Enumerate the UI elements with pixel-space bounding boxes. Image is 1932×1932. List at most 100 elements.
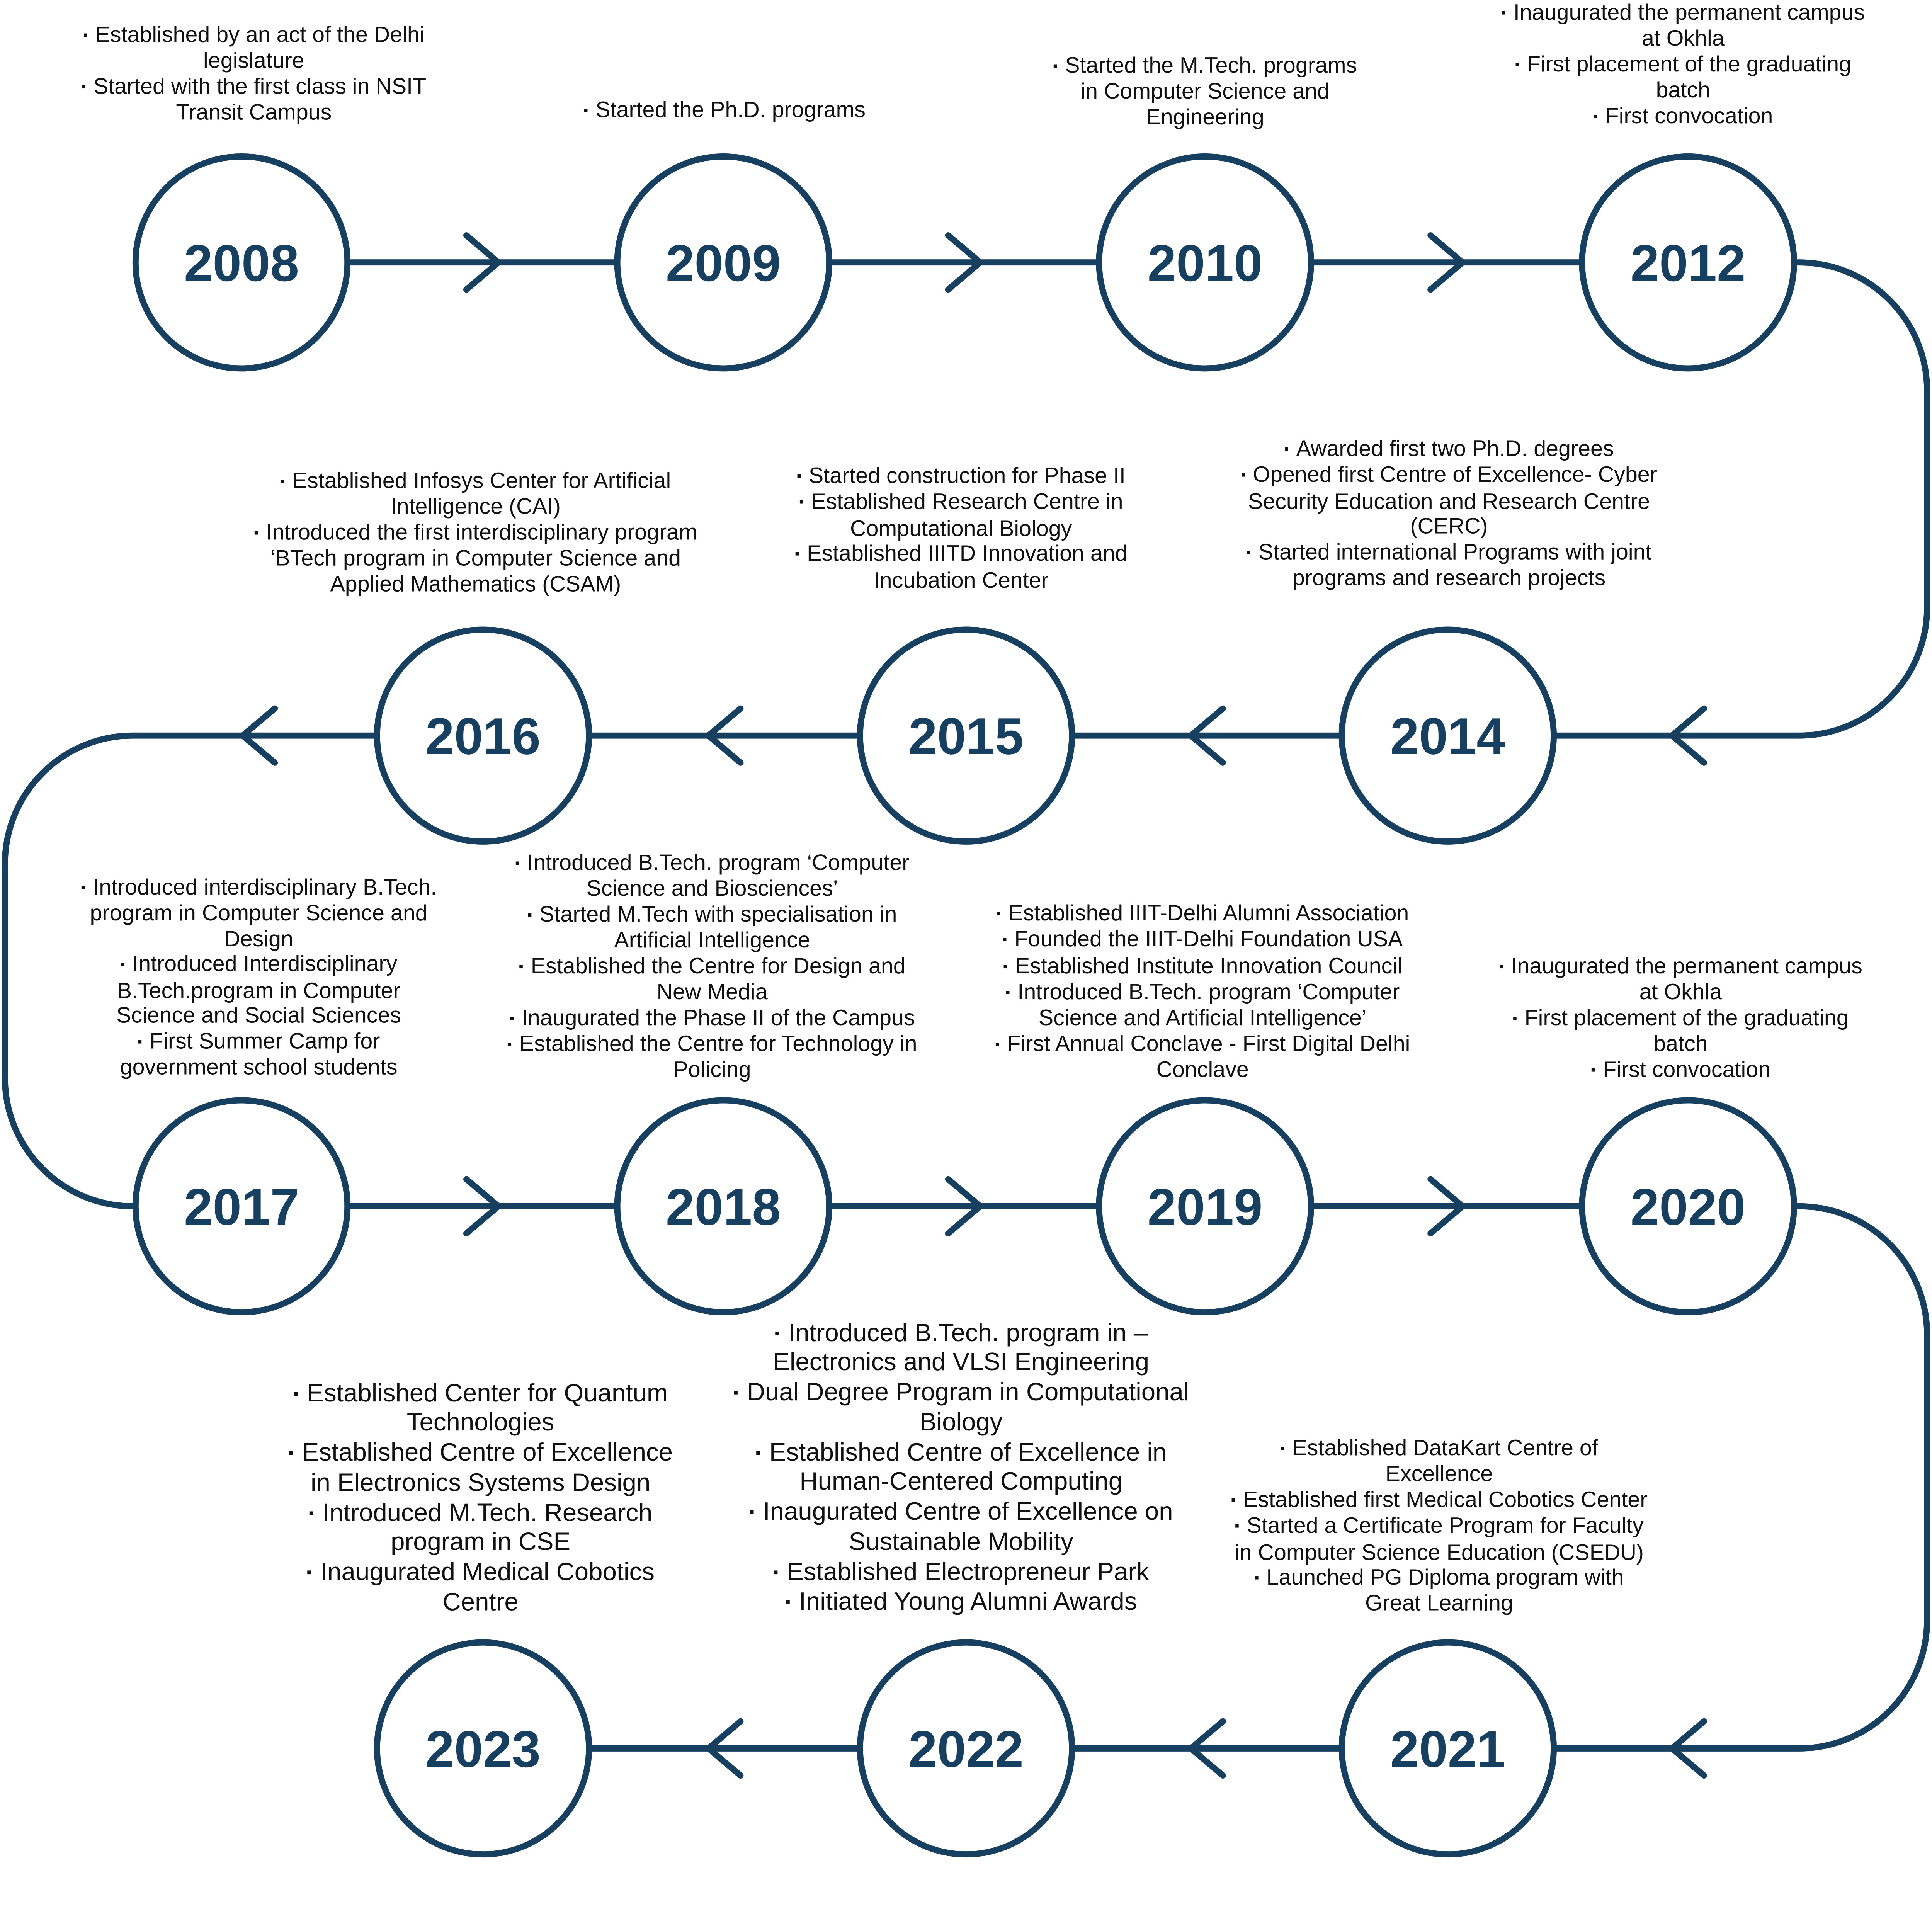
milestone-2016-notes: ▪ Established Infosys Center for Artific… <box>254 468 697 597</box>
note-text: Introduced interdisciplinary B.Tech. pro… <box>90 875 437 951</box>
bullet-icon: ▪ <box>288 1444 302 1462</box>
note-text: Established IIITD Innovation and Incubat… <box>807 541 1128 592</box>
chevron-right-icon <box>945 232 983 293</box>
milestone-note: ▪ Started the M.Tech. programs in Comput… <box>1045 53 1365 130</box>
milestone-2014-notes: ▪ Awarded first two Ph.D. degrees▪ Opene… <box>1215 436 1683 591</box>
chevron-left-icon <box>1669 705 1708 766</box>
note-text: Established Infosys Center for Artificia… <box>292 468 671 519</box>
bullet-icon: ▪ <box>1512 1011 1525 1026</box>
note-text: Introduced the first interdisciplinary p… <box>266 520 697 596</box>
note-text: Established Electropreneur Park <box>787 1558 1149 1586</box>
milestone-2012-notes: ▪ Inaugurated the permanent campus at Ok… <box>1498 0 1868 129</box>
note-text: Established Centre of Excellence in Huma… <box>769 1438 1167 1497</box>
milestone-note: ▪ Established by an act of the Delhi leg… <box>69 22 439 73</box>
milestone-note: ▪ Established IIITD Innovation and Incub… <box>770 541 1152 592</box>
milestone-note: ▪ Opened first Centre of Excellence- Cyb… <box>1215 463 1683 539</box>
year-label: 2023 <box>425 1721 541 1778</box>
milestone-note: ▪ Introduced M.Tech. Research program in… <box>283 1498 677 1558</box>
bullet-icon: ▪ <box>755 1444 769 1461</box>
bullet-icon: ▪ <box>1231 1493 1243 1508</box>
milestone-note: ▪ Started the Ph.D. programs <box>527 97 922 124</box>
bullet-icon: ▪ <box>1002 933 1015 948</box>
bullet-icon: ▪ <box>280 474 293 489</box>
bullet-icon: ▪ <box>507 1037 519 1052</box>
milestone-note: ▪ Started international Programs with jo… <box>1215 539 1683 591</box>
year-circle <box>614 153 833 372</box>
year-circle <box>132 153 351 372</box>
bullet-icon: ▪ <box>996 906 1009 922</box>
milestone-2022-notes: ▪ Introduced B.Tech. program in – Electr… <box>727 1318 1195 1617</box>
bullet-icon: ▪ <box>1499 959 1511 975</box>
milestone-2023-notes: ▪ Established Center for Quantum Technol… <box>283 1379 677 1617</box>
bullet-icon: ▪ <box>81 80 94 95</box>
bullet-icon: ▪ <box>293 1385 307 1402</box>
year-label: 2022 <box>908 1721 1024 1778</box>
milestone-note: ▪ First convocation <box>1498 103 1868 129</box>
note-text: Inaugurated Centre of Excellence on Sust… <box>763 1498 1173 1556</box>
chevron-left-icon <box>705 1718 744 1779</box>
year-circle <box>374 1639 592 1858</box>
milestone-note: ▪ Inaugurated the permanent campus at Ok… <box>1496 954 1866 1005</box>
chevron-left-icon <box>1187 705 1226 766</box>
bullet-icon: ▪ <box>799 495 811 510</box>
milestone-note: ▪ Started a Certificate Program for Facu… <box>1230 1513 1648 1565</box>
note-text: Introduced B.Tech. program ‘Computer Sci… <box>527 850 910 901</box>
note-text: First placement of the graduating batch <box>1527 51 1852 103</box>
bullet-icon: ▪ <box>1593 109 1605 124</box>
milestone-note: ▪ Dual Degree Program in Computational B… <box>727 1378 1195 1438</box>
note-text: First convocation <box>1605 103 1773 128</box>
bullet-icon: ▪ <box>733 1384 747 1402</box>
milestone-note: ▪ Established Center for Quantum Technol… <box>283 1379 677 1439</box>
bullet-icon: ▪ <box>519 959 531 974</box>
year-circle <box>1338 1639 1557 1858</box>
note-text: First Annual Conclave - First Digital De… <box>1007 1031 1410 1082</box>
note-text: Inaugurated the permanent campus at Okhl… <box>1511 954 1862 1005</box>
note-text: Awarded first two Ph.D. degrees <box>1296 436 1614 461</box>
milestone-note: ▪ Established Centre of Excellence in El… <box>283 1439 677 1498</box>
bullet-icon: ▪ <box>774 1324 788 1342</box>
note-text: Established DataKart Centre of Excellenc… <box>1292 1435 1598 1486</box>
bullet-icon: ▪ <box>83 28 95 43</box>
bullet-icon: ▪ <box>1284 442 1296 457</box>
year-circle <box>374 626 592 845</box>
milestone-note: ▪ Established the Centre for Technology … <box>497 1031 928 1083</box>
year-circle <box>614 1097 833 1316</box>
connector-curve <box>1551 1203 1930 1752</box>
bullet-icon: ▪ <box>306 1564 321 1582</box>
milestone-2010-notes: ▪ Started the M.Tech. programs in Comput… <box>1045 53 1365 130</box>
milestone-2009-notes: ▪ Started the Ph.D. programs <box>527 97 922 124</box>
milestone-note: ▪ Established Centre of Excellence in Hu… <box>727 1438 1195 1498</box>
bullet-icon: ▪ <box>1235 1519 1247 1534</box>
chevron-left-icon <box>1187 1718 1226 1779</box>
bullet-icon: ▪ <box>785 1593 799 1611</box>
bullet-icon: ▪ <box>120 957 133 973</box>
milestone-2020-notes: ▪ Inaugurated the permanent campus at Ok… <box>1496 954 1866 1083</box>
note-text: Inaugurated the permanent campus at Okhl… <box>1513 0 1865 51</box>
year-label: 2016 <box>425 708 541 765</box>
note-text: Introduced Interdisciplinary B.Tech.prog… <box>116 951 401 1028</box>
bullet-icon: ▪ <box>1246 545 1259 560</box>
note-text: Established Centre of Excellence in Elec… <box>302 1439 673 1497</box>
milestone-note: ▪ Started with the first class in NSIT T… <box>69 74 439 125</box>
year-circle <box>1096 153 1314 372</box>
note-text: Started the Ph.D. programs <box>595 97 866 122</box>
note-text: First convocation <box>1603 1056 1771 1082</box>
chevron-right-icon <box>945 1176 983 1236</box>
note-text: Established the Centre for Technology in… <box>519 1031 917 1082</box>
year-circle <box>857 1639 1075 1858</box>
note-text: Started international Programs with join… <box>1258 539 1652 590</box>
milestone-note: ▪ Initiated Young Alumni Awards <box>727 1587 1195 1617</box>
milestone-note: ▪ Established Institute Innovation Counc… <box>981 953 1424 980</box>
note-text: Started a Certificate Program for Facult… <box>1234 1513 1644 1565</box>
milestone-2018-notes: ▪ Introduced B.Tech. program ‘Computer S… <box>497 850 928 1083</box>
milestone-note: ▪ Founded the IIIT-Delhi Foundation USA <box>981 927 1424 953</box>
milestone-note: ▪ Inaugurated the Phase II of the Campus <box>497 1005 928 1031</box>
milestone-note: ▪ First convocation <box>1496 1057 1866 1083</box>
bullet-icon: ▪ <box>509 1010 522 1026</box>
bullet-icon: ▪ <box>749 1503 763 1521</box>
bullet-icon: ▪ <box>308 1504 323 1522</box>
year-label: 2019 <box>1148 1179 1263 1236</box>
